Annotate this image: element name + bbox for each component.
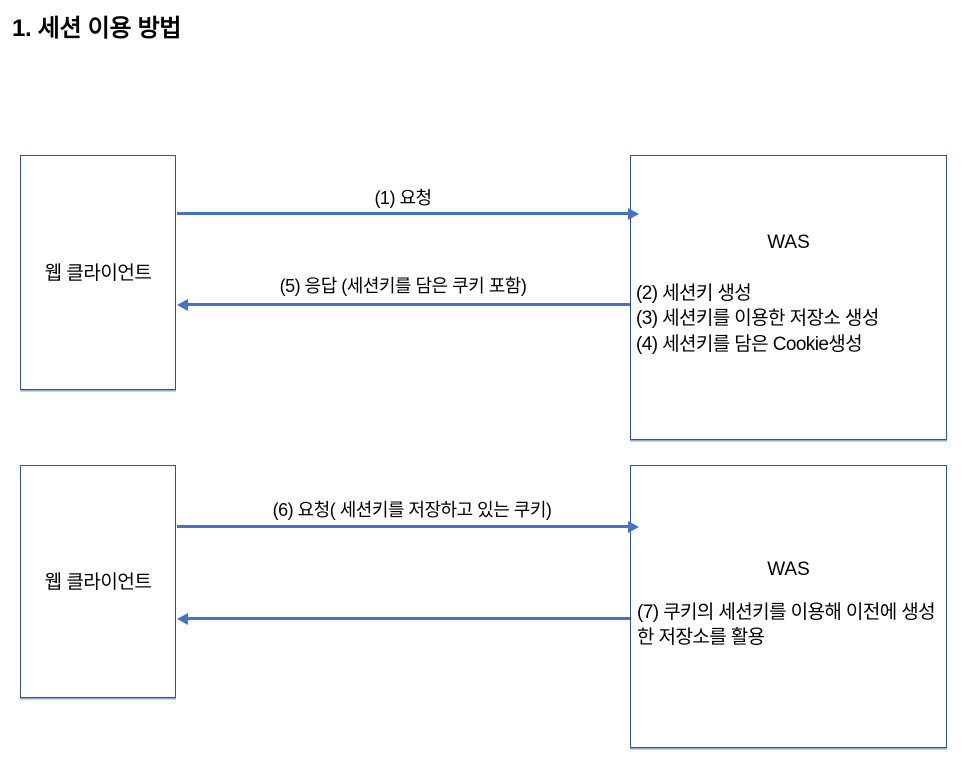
web-client-label-1: 웹 클라이언트 — [44, 263, 152, 284]
arrow-label-response-5: (5) 응답 (세션키를 담은 쿠키 포함) — [279, 276, 527, 296]
web-client-label-2: 웹 클라이언트 — [44, 572, 152, 593]
was-steps-1: (2) 세션키 생성 (3) 세션키를 이용한 저장소 생성 (4) 세션키를 … — [636, 281, 940, 357]
arrowhead-right-icon — [628, 520, 639, 533]
arrow-request-6 — [177, 520, 639, 533]
arrow-response-7 — [177, 612, 630, 625]
arrow-request-1 — [177, 207, 639, 220]
arrow-response-5 — [177, 298, 630, 311]
web-client-box-1: 웹 클라이언트 — [20, 155, 176, 390]
was-step-3: (3) 세션키를 이용한 저장소 생성 — [636, 308, 879, 330]
was-title-1: WAS — [767, 232, 810, 253]
was-box-2: WAS (7) 쿠키의 세션키를 이용해 이전에 생성한 저장소를 활용 — [630, 465, 947, 748]
was-title-2: WAS — [767, 559, 810, 580]
was-steps-2: (7) 쿠키의 세션키를 이용해 이전에 생성한 저장소를 활용 — [637, 600, 936, 651]
was-step-2: (2) 세션키 생성 — [636, 283, 752, 304]
arrowhead-right-icon — [628, 207, 639, 220]
arrow-label-request-1: (1) 요청 — [374, 188, 432, 208]
was-step-7: (7) 쿠키의 세션키를 이용해 이전에 생성한 저장소를 활용 — [637, 602, 936, 649]
arrow-label-request-6: (6) 요청( 세션키를 저장하고 있는 쿠키) — [272, 500, 552, 520]
was-box-1: WAS (2) 세션키 생성 (3) 세션키를 이용한 저장소 생성 (4) 세… — [630, 155, 947, 440]
web-client-box-2: 웹 클라이언트 — [20, 465, 176, 698]
page-title: 1. 세션 이용 방법 — [12, 15, 182, 42]
arrowhead-left-icon — [177, 612, 188, 625]
arrowhead-left-icon — [177, 298, 188, 311]
was-step-4: (4) 세션키를 담은 Cookie생성 — [636, 333, 863, 355]
